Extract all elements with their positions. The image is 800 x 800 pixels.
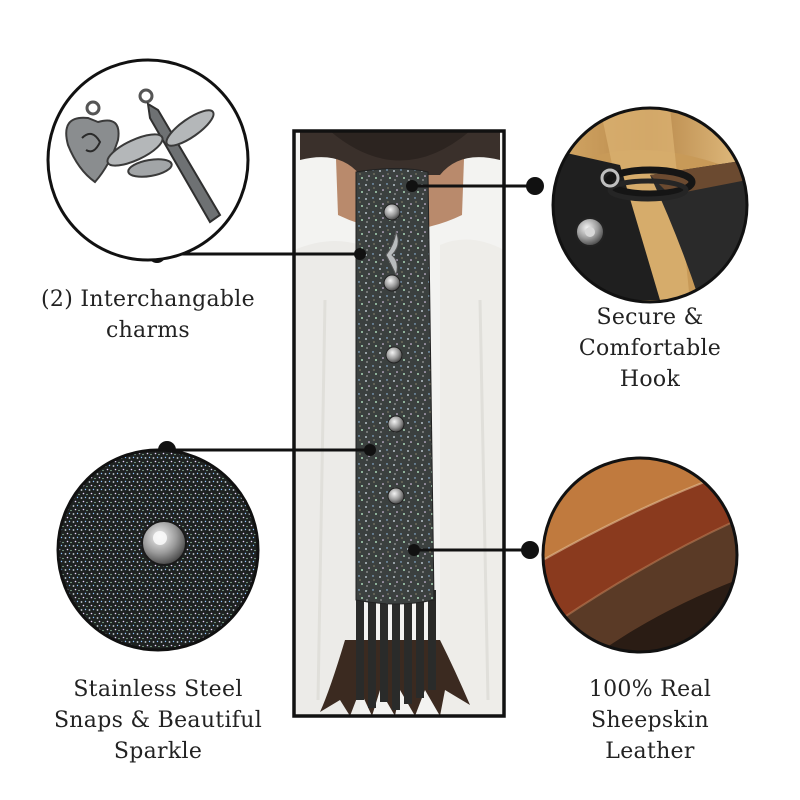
leather-detail-circle xyxy=(541,456,739,654)
caption-line: Secure & xyxy=(596,305,704,330)
caption-line: Sparkle xyxy=(113,739,203,764)
connector-dots xyxy=(148,177,544,559)
caption-line: Comfortable xyxy=(578,336,722,361)
caption-line: Stainless Steel xyxy=(73,677,243,702)
caption-line: Hook xyxy=(619,367,681,392)
connector-lines xyxy=(157,184,535,552)
snaps-detail-circle xyxy=(56,448,260,652)
caption-line: Sheepskin xyxy=(591,708,709,733)
caption-line: 100% Real xyxy=(588,677,712,702)
hook-caption: Secure & Comfortable Hook xyxy=(545,302,755,395)
caption-line: Snaps & Beautiful xyxy=(53,708,263,733)
hook-detail-circle xyxy=(551,106,749,304)
snaps-caption: Stainless Steel Snaps & Beautiful Sparkl… xyxy=(38,674,278,767)
leather-caption: 100% Real Sheepskin Leather xyxy=(545,674,755,767)
photo-frame xyxy=(292,129,506,718)
charms-detail-circle xyxy=(46,58,250,262)
heart-charm xyxy=(65,100,120,184)
product-photo xyxy=(294,131,504,716)
caption-line: charms xyxy=(105,318,191,343)
dragonfly-charm xyxy=(106,88,222,224)
charms-caption: (2) Interchangable charms xyxy=(20,284,276,346)
caption-line: (2) Interchangable xyxy=(41,287,255,312)
caption-line: Leather xyxy=(605,739,695,764)
